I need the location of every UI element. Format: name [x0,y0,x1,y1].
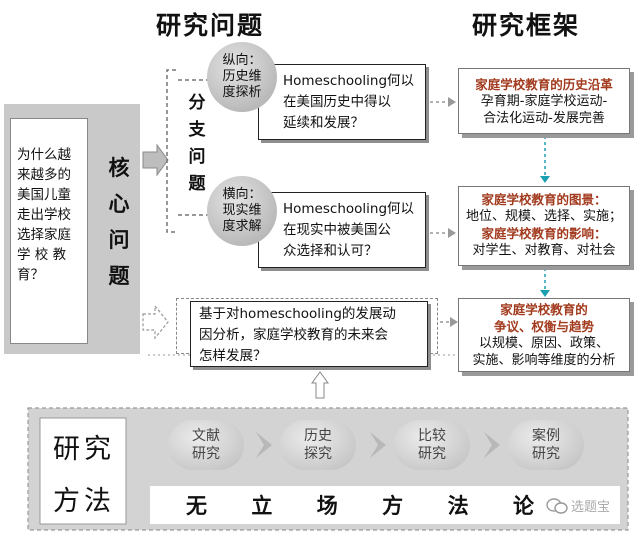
methodology-strip [150,486,620,524]
framework-line: 对学生、对教育、对社会 [472,243,616,258]
vertical-question-box: Homeschooling何以 在美国历史中得以 延续和发展？ [258,64,426,140]
research-framework-header: 研究框架 [472,11,581,40]
question-line: 众选择和认可？ [283,243,378,259]
core-to-branch-arrow [142,143,169,177]
research-methods-label: 研究 方法 [53,434,115,517]
framework-controversy-box: 家庭学校教育的 争议、权衡与趋势 以规模、原因、政策、 实施、影响等维度的分析 [458,298,630,372]
core-question-line: 学 校 教 [17,247,67,263]
question-line: Homeschooling何以 [283,73,415,89]
core-question-line: 来越多的 [17,167,71,183]
horizontal-dimension-circle: 横向： 现实维 度求解 [207,176,277,246]
framework-title: 家庭学校教育的图景： [481,192,607,207]
core-question-line: 选择家庭 [17,227,71,243]
wechat-icon [546,497,568,514]
method-up-arrow [311,371,329,399]
framework-title: 争议、权衡与趋势 [493,319,594,334]
vertical-dimension-circle: 纵向： 历史维 度探析 [207,42,277,112]
core-question-box: 为什么越 来越多的 美国儿童 走出学校 选择家庭 学 校 教 育？ [10,118,88,344]
method-case-study: 案例研究 [508,420,584,470]
method-literature-research: 文献研究 [168,420,244,470]
method-label-box [39,417,127,525]
framework-title: 家庭学校教育的 [500,302,588,317]
question-line: 怎样发展？ [199,348,267,364]
question-line: Homeschooling何以 [283,201,415,217]
research-questions-header: 研究问题 [156,11,265,40]
question-line: 在美国历史中得以 [283,94,391,110]
future-question-box: 基于对homeschooling的发展动 因分析，家庭学校教育的未来会 怎样发展… [190,301,428,367]
branch-question-label: 分 支 问 题 [188,93,206,194]
question-line: 基于对homeschooling的发展动 [199,306,396,322]
branch-bracket [166,69,176,233]
framework-line: 实施、影响等维度的分析 [472,353,616,368]
method-comparative-research: 比较研究 [394,420,470,470]
framework-title: 家庭学校教育的历史沿革 [475,77,613,92]
framework-landscape-box: 家庭学校教育的图景： 地位、规模、选择、实施； 家庭学校教育的影响： 对学生、对… [458,186,630,266]
framework-line: 合法化运动-发展完善 [483,111,605,126]
watermark: 选题宝 [546,496,610,515]
core-question-line: 美国儿童 [17,187,71,203]
core-to-future-arrow [142,304,169,340]
core-question-line: 为什么越 [17,147,71,163]
core-question-label: 核 心 问 题 [108,155,130,288]
question-line: 在现实中被美国公 [283,222,391,238]
methodology-text: 无 立 场 方 法 论 [186,493,534,518]
core-question-line: 走出学校 [17,207,71,223]
question-to-framework-arrows [430,101,450,323]
question-line: 延续和发展？ [283,115,364,131]
framework-title: 家庭学校教育的影响： [481,226,607,241]
method-chevrons [256,432,500,458]
framework-line: 以规模、原因、政策、 [478,336,609,351]
framework-line: 孕育期-家庭学校运动- [480,94,608,109]
method-historical-inquiry: 历史探究 [280,420,356,470]
framework-line: 地位、规模、选择、实施； [465,209,622,224]
horizontal-question-box: Homeschooling何以 在现实中被美国公 众选择和认可？ [258,192,426,268]
core-question-line: 育？ [17,267,44,283]
framework-history-box: 家庭学校教育的历史沿革 孕育期-家庭学校运动- 合法化运动-发展完善 [458,68,630,134]
question-line: 因分析，家庭学校教育的未来会 [199,327,388,343]
